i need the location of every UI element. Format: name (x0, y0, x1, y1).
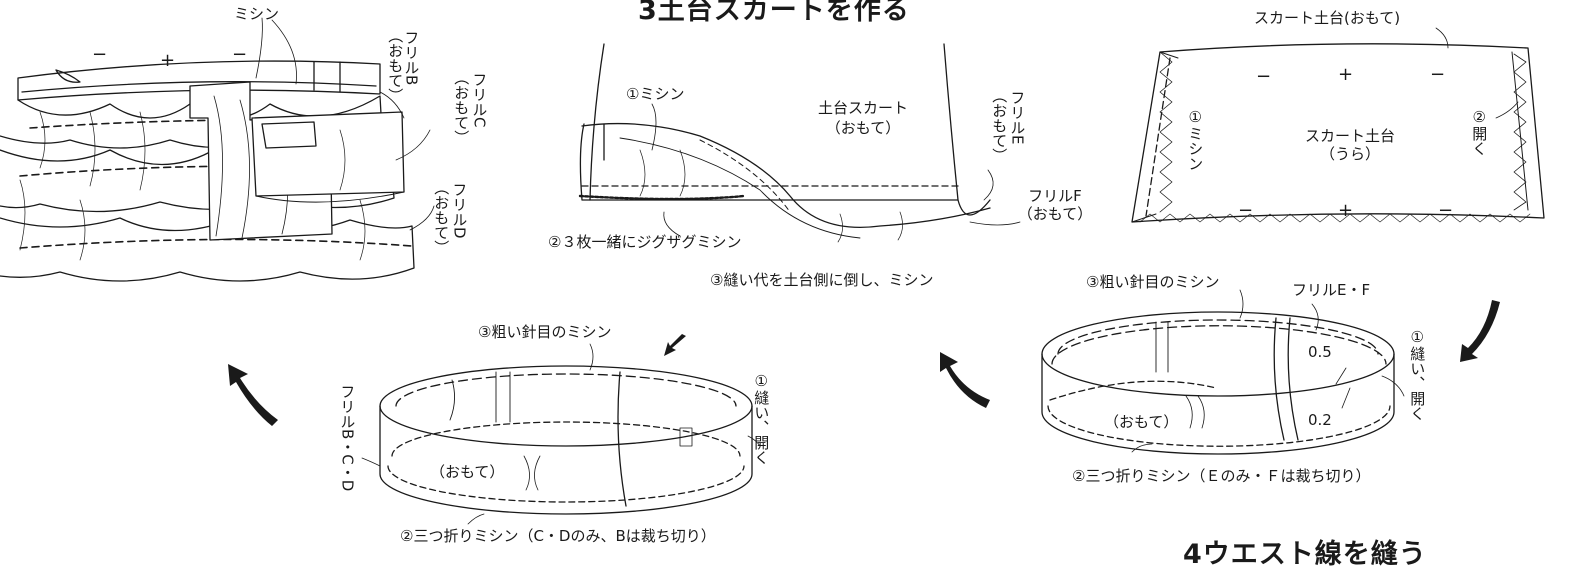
panel-label: スカート土台 (1304, 127, 1395, 145)
panel-open-label: ②開く (1470, 108, 1489, 156)
skirt-mishin-label: ミシン (234, 5, 280, 23)
svg-text:−: − (1238, 200, 1253, 221)
panel-side-label: （うら） (1319, 145, 1380, 163)
frill-d-side-label: （おもて） (432, 180, 451, 255)
ring-bcd-frill-label: フリルB・C・D (338, 384, 357, 492)
svg-text:+: + (160, 50, 175, 71)
arrow-up-left-icon (940, 352, 990, 408)
ring-ef-face-label: （おもて） (1104, 413, 1179, 431)
panel-title-label: スカート土台(おもて) (1254, 9, 1401, 27)
ring-ef-sew-open-label: ①縫い、開く (1408, 328, 1427, 421)
skirt-panel-illustration: − + − − + − (1131, 27, 1545, 223)
arrow-up-left-icon (228, 364, 278, 426)
svg-text:−: − (92, 44, 107, 65)
step3-heading: 3土台スカートを作る (638, 0, 910, 26)
step4-heading: 4ウエスト線を縫う (1183, 539, 1427, 570)
svg-text:−: − (1430, 64, 1445, 85)
ring-ef-coarse-label: ③粗い針目のミシン (1086, 273, 1220, 291)
frill-d-label: フリルD (450, 182, 469, 239)
svg-text:−: − (232, 44, 247, 65)
panel-mishin-label: ①ミシン (1186, 108, 1205, 171)
ring-ef-trifold-label: ②三つ折りミシン（Ｅのみ・Ｆは裁ち切り） (1072, 467, 1371, 485)
ring-ef-illustration (1041, 289, 1405, 455)
seam-allowance-label: ③縫い代を土台側に倒し、ミシン (710, 271, 934, 289)
svg-text:+: + (1338, 64, 1353, 85)
frill-f-label: フリルF (1028, 187, 1082, 205)
base-skirt-label: 土台スカート (817, 99, 908, 117)
frill-e-side-label: （おもて） (990, 88, 1009, 163)
base-skirt-side-label: （おもて） (825, 119, 901, 137)
frill-f-side-label: （おもて） (1017, 205, 1093, 223)
ring-ef-frill-label: フリルE・F (1292, 281, 1371, 299)
base-skirt-illustration (578, 43, 1021, 243)
frill-b-side-label: （おもて） (386, 28, 405, 103)
frill-c-side-label: （おもて） (452, 70, 471, 145)
frill-e-label: フリルE (1008, 90, 1027, 145)
svg-text:−: − (1438, 200, 1453, 221)
frill-b-label: フリルB (402, 30, 421, 86)
base-mishin-label: ①ミシン (626, 85, 685, 103)
ring-bcd-illustration (361, 343, 761, 525)
arrow-down-left-icon (1460, 300, 1500, 362)
ring-bcd-sew-open-label: ①縫い、開く (752, 372, 771, 465)
diagram-canvas: + − − (0, 17, 1545, 525)
ring-ef-measure-a: 0.5 (1308, 343, 1332, 361)
ring-bcd-coarse-label: ③粗い針目のミシン (478, 323, 612, 341)
tiered-skirt-illustration: + − − (0, 17, 435, 282)
frill-c-label: フリルC (470, 72, 489, 128)
ring-ef-measure-b: 0.2 (1308, 411, 1332, 429)
ring-bcd-face-label: （おもて） (430, 463, 505, 481)
ring-bcd-trifold-label: ②三つ折りミシン（C・Dのみ、Bは裁ち切り） (400, 527, 716, 545)
arrow-down-left-icon (664, 334, 686, 356)
zigzag-label: ②３枚一緒にジグザグミシン (548, 233, 742, 251)
svg-text:−: − (1256, 66, 1271, 87)
svg-text:+: + (1338, 200, 1353, 221)
